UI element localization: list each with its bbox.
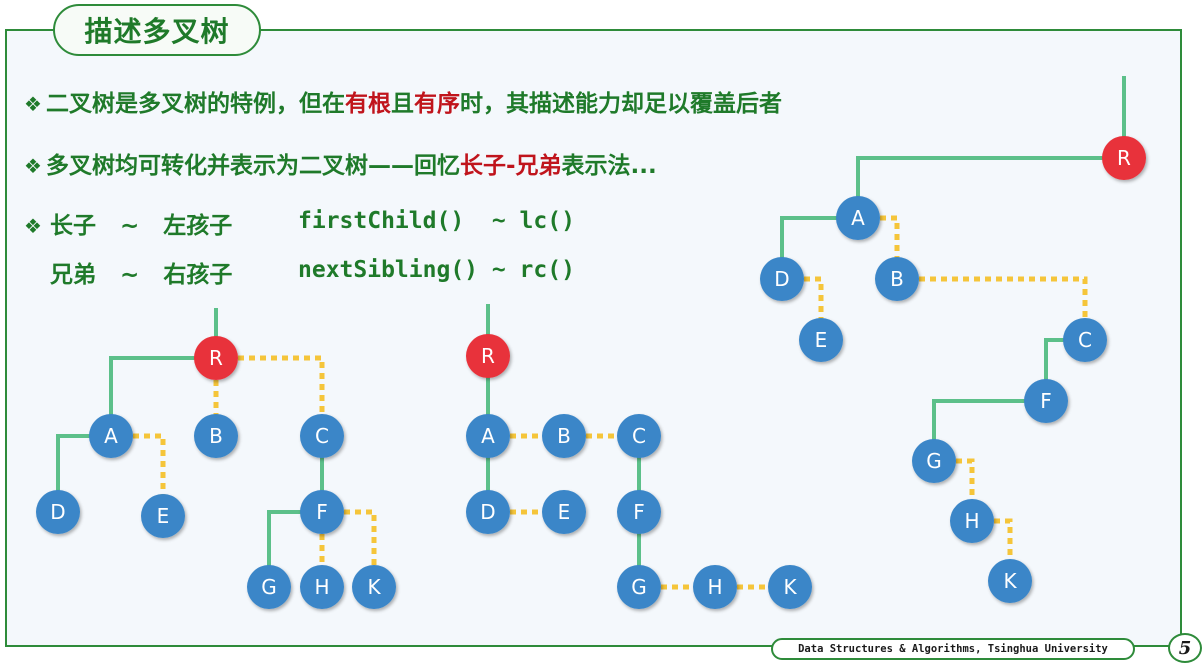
multiway-tree: R A B C D E F G H K xyxy=(36,336,396,609)
mapping-tilde: ~ xyxy=(119,213,140,239)
tree-node-label: B xyxy=(890,267,904,291)
child-edge-R-A xyxy=(109,356,216,436)
tree-node-F xyxy=(1024,379,1068,423)
tree-node-label: D xyxy=(480,500,495,524)
tree-node-label: A xyxy=(481,424,495,448)
tree-node-label: H xyxy=(314,575,329,599)
tree-node-G xyxy=(912,439,956,483)
tree-node-label: G xyxy=(261,575,277,599)
tree-node-C xyxy=(300,414,344,458)
tree-node-B xyxy=(875,257,919,301)
mapping-code-first-child: firstChild() ~ lc() xyxy=(298,208,575,234)
bullet-binary-special-case: ❖二叉树是多叉树的特例，但在有根且有序时，其描述能力却足以覆盖后者 xyxy=(24,84,782,118)
bullet-text: 多叉树均可转化并表示为二叉树——回忆 xyxy=(45,153,460,179)
tree-node-H xyxy=(950,499,994,543)
highlight-text: 有根 xyxy=(344,91,391,117)
bullet-mark: ❖ xyxy=(24,92,42,116)
mapping-row-first-child: ❖ 长子 ~ 左孩子 xyxy=(24,206,232,240)
tree-node-A xyxy=(466,414,510,458)
tree-node-label: F xyxy=(316,500,328,524)
mapping-code-next-sibling: nextSibling() ~ rc() xyxy=(298,257,575,283)
tree-node-R xyxy=(1102,136,1146,180)
tree-node-label: K xyxy=(783,575,797,599)
tree-node-label: B xyxy=(557,424,571,448)
mapping-binary-term: 左孩子 xyxy=(163,213,233,239)
tree-node-label: E xyxy=(815,328,828,352)
tree-node-label: H xyxy=(707,575,722,599)
page-number: 5 xyxy=(1168,633,1202,663)
slide-title: 描述多叉树 xyxy=(53,4,261,56)
tree-node-D xyxy=(760,257,804,301)
tree-node-label: D xyxy=(50,500,65,524)
child-sibling-grid: R A B C D E F G H K xyxy=(466,334,812,609)
tree-node-B xyxy=(194,414,238,458)
tree-node-label: R xyxy=(209,346,223,370)
tree-node-K xyxy=(352,565,396,609)
tree-node-R xyxy=(194,336,238,380)
tree-node-G xyxy=(617,565,661,609)
footer-course: Data Structures & Algorithms, Tsinghua U… xyxy=(771,638,1135,660)
tree-node-K xyxy=(988,559,1032,603)
sibling-edge-B-C xyxy=(897,276,1088,340)
tree-node-label: K xyxy=(1003,569,1017,593)
tree-node-label: G xyxy=(926,449,942,473)
mapping-term: 兄弟 xyxy=(50,262,96,288)
bullet-text: 二叉树是多叉树的特例，但在 xyxy=(45,91,345,117)
sibling-edge-F-K xyxy=(322,509,377,587)
tree-node-E xyxy=(141,494,185,538)
tree-node-label: R xyxy=(481,344,495,368)
sibling-edge-R-C xyxy=(216,355,325,436)
tree-node-K xyxy=(768,565,812,609)
tree-node-B xyxy=(542,414,586,458)
tree-node-label: A xyxy=(104,424,118,448)
tree-node-R xyxy=(466,334,510,378)
tree-node-D xyxy=(466,490,510,534)
highlight-text: 长子-兄弟 xyxy=(459,153,562,179)
tree-node-A xyxy=(836,196,880,240)
bullet-text: 时，其描述能力却足以覆盖后者 xyxy=(459,91,782,117)
tree-node-label: H xyxy=(964,509,979,533)
tree-node-F xyxy=(617,490,661,534)
highlight-text: 有序 xyxy=(413,91,460,117)
tree-node-C xyxy=(1063,318,1107,362)
tree-node-A xyxy=(89,414,133,458)
tree-node-label: E xyxy=(157,504,170,528)
tree-node-H xyxy=(693,565,737,609)
child-edge-R-A xyxy=(856,156,1124,218)
tree-node-H xyxy=(300,565,344,609)
bullet-convert-to-binary: ❖多叉树均可转化并表示为二叉树——回忆长子-兄弟表示法... xyxy=(24,146,657,180)
tree-node-F xyxy=(300,490,344,534)
tree-node-label: K xyxy=(367,575,381,599)
mapping-tilde: ~ xyxy=(120,262,140,288)
mapping-row-next-sibling: 兄弟 ~ 右孩子 xyxy=(50,255,232,289)
binary-tree: R A B C D E F G H K xyxy=(760,136,1146,603)
tree-node-label: F xyxy=(1040,389,1052,413)
bullet-mark: ❖ xyxy=(24,154,42,178)
mapping-term: 长子 xyxy=(49,213,96,239)
bullet-text: 且 xyxy=(390,91,414,117)
bullet-mark: ❖ xyxy=(24,214,42,238)
content-panel xyxy=(5,29,1182,647)
tree-node-label: A xyxy=(851,206,865,230)
tree-node-label: G xyxy=(631,575,647,599)
tree-node-label: E xyxy=(558,500,571,524)
tree-node-G xyxy=(247,565,291,609)
mapping-binary-term: 右孩子 xyxy=(163,262,233,288)
bullet-text: 表示法... xyxy=(561,153,657,179)
tree-node-label: D xyxy=(774,267,789,291)
tree-node-label: F xyxy=(633,500,645,524)
tree-node-label: C xyxy=(1078,328,1092,352)
tree-node-E xyxy=(542,490,586,534)
tree-node-D xyxy=(36,490,80,534)
tree-node-C xyxy=(617,414,661,458)
tree-node-label: R xyxy=(1117,146,1131,170)
tree-node-label: C xyxy=(315,424,329,448)
tree-node-label: B xyxy=(209,424,223,448)
tree-node-E xyxy=(799,318,843,362)
tree-node-label: C xyxy=(632,424,646,448)
